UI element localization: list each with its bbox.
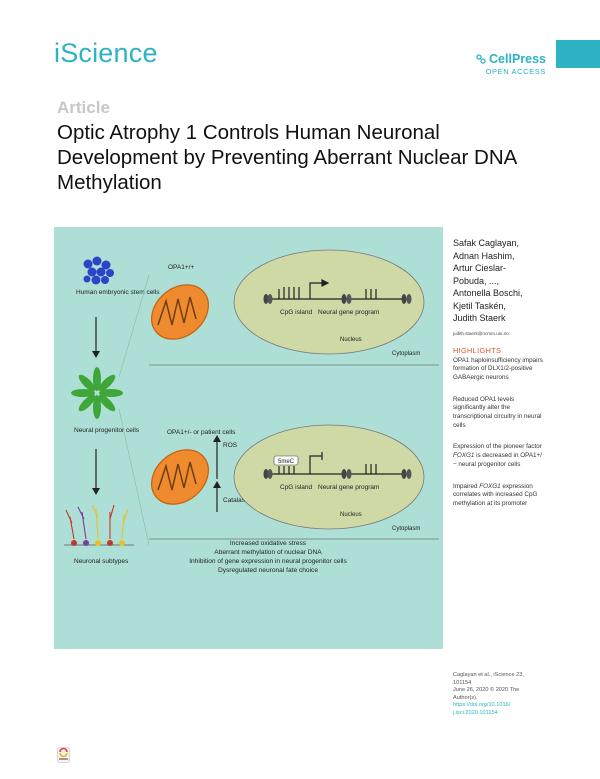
highlight-item: Impaired FOXG1 expression correlates wit… [453, 483, 545, 509]
citation-line: 101154 [453, 679, 472, 686]
gene-name: FOXG1 [479, 482, 501, 490]
author-list: Safak Caglayan, Adnan Hashim, Artur Cies… [453, 237, 545, 325]
sidebar: Safak Caglayan, Adnan Hashim, Artur Cies… [453, 237, 545, 522]
dna-strand-bottom [266, 452, 406, 475]
outcome-item: Dysregulated neuronal fate choice [218, 567, 318, 574]
article-title: Optic Atrophy 1 Controls Human Neuronal … [57, 121, 517, 194]
neuronal-subtypes-icon [64, 504, 134, 546]
citation-line: Caglayan et al., iScience 23, [453, 672, 524, 678]
nucleus-bottom-label: Nucleus [340, 512, 362, 518]
publisher-logo: CellPress OPEN ACCESS [466, 52, 546, 76]
cytoplasm-bottom-label: Cytoplasm [392, 526, 420, 532]
5mec-label: 5meC [278, 459, 295, 465]
highlight-text: is decreased in OPA1+/− neural progenito… [453, 452, 542, 468]
ros-arrow-icon [213, 435, 221, 479]
neuronal-subtypes-label: Neuronal subtypes [74, 558, 129, 565]
cellpress-icon [475, 54, 486, 64]
nucleosome-icon [263, 294, 412, 304]
highlight-text: Impaired [453, 482, 480, 490]
5mec-tag [273, 455, 299, 466]
gene-name: FOXG1 [453, 452, 475, 460]
catalase-label: Catalase [223, 497, 249, 504]
open-access-label: OPEN ACCESS [485, 67, 546, 76]
journal-name: iScience [54, 38, 158, 68]
mitochondrion-icon [151, 449, 209, 505]
author-line[interactable]: Kjetil Taskén, [453, 300, 506, 311]
dna-strand-top [266, 279, 406, 300]
check-for-updates-icon[interactable] [57, 747, 70, 763]
neural-gene-bottom: Neural gene program [318, 484, 379, 491]
citation-line: Author(s). [453, 694, 478, 701]
publisher-name: CellPress [489, 52, 546, 66]
outcome-item: Increased oxidative stress [230, 540, 307, 547]
doi-link[interactable]: https://doi.org/10.1016/ [453, 702, 511, 709]
nucleosome-icon [263, 469, 412, 479]
cpg-island-top: CpG island [280, 309, 313, 316]
cellpress-logo: CellPress [466, 52, 546, 66]
citation-line: June 26, 2020 © 2020 The [453, 687, 520, 694]
author-line[interactable]: Safak Caglayan, [453, 238, 520, 248]
mitochondrion-icon [151, 284, 209, 340]
cytoplasm-top-label: Cytoplasm [392, 351, 420, 357]
nucleus-bottom [233, 424, 425, 530]
ros-label: ROS [223, 442, 238, 449]
article-type: Article [57, 98, 110, 117]
highlight-text: expression correlates with increased CpG… [453, 482, 538, 507]
graphical-abstract: Human embryonic stem cells Neural progen… [54, 227, 443, 649]
teal-tab [556, 40, 600, 68]
stem-cells-icon [83, 256, 114, 285]
arrow-down-icon [92, 317, 100, 358]
outcome-item: Aberrant methylation of nuclear DNA [214, 549, 322, 556]
cpg-island-bottom: CpG island [280, 484, 313, 491]
neural-progenitor-rosette-icon [71, 367, 123, 419]
outcome-item: Inhibition of gene expression in neural … [189, 558, 347, 565]
highlight-item: Expression of the pioneer factor FOXG1 i… [453, 443, 545, 469]
opa1-wt-label: OPA1+/+ [168, 264, 194, 271]
nucleus-top [233, 249, 425, 355]
author-line[interactable]: Judith Staerk [453, 313, 506, 323]
corresponding-email[interactable]: judith.staerk@ncmm.uio.no [453, 330, 509, 336]
author-line[interactable]: Pobuda, ..., [453, 275, 500, 286]
author-line[interactable]: Antonella Boschi, [453, 288, 523, 298]
author-line[interactable]: Artur Cieslar- [453, 263, 507, 273]
arrow-down-icon [92, 449, 100, 495]
opa1-het-label: OPA1+/- or patient cells [167, 429, 236, 436]
highlight-item: Reduced OPA1 levels significantly alter … [453, 395, 542, 429]
catalase-arrow-icon [213, 481, 221, 512]
nucleus-top-label: Nucleus [340, 337, 362, 343]
citation: Caglayan et al., iScience 23, 101154 Jun… [453, 672, 545, 718]
highlight-item: OPA1 haploinsufficiency impairs formatio… [453, 356, 543, 381]
progenitor-label: Neural progenitor cells [74, 427, 140, 434]
author-line[interactable]: Adnan Hashim, [453, 250, 515, 261]
neural-gene-top: Neural gene program [318, 309, 379, 316]
outcome-list: Increased oxidative stress Aberrant meth… [189, 540, 347, 574]
graphical-abstract-figure: Human embryonic stem cells Neural progen… [64, 249, 439, 574]
stem-cells-label: Human embryonic stem cells [76, 289, 160, 296]
doi-link[interactable]: j.isci.2020.101154 [453, 709, 498, 716]
highlights-heading: HIGHLIGHTS [453, 345, 502, 355]
highlight-text: Expression of the pioneer factor [453, 443, 542, 451]
